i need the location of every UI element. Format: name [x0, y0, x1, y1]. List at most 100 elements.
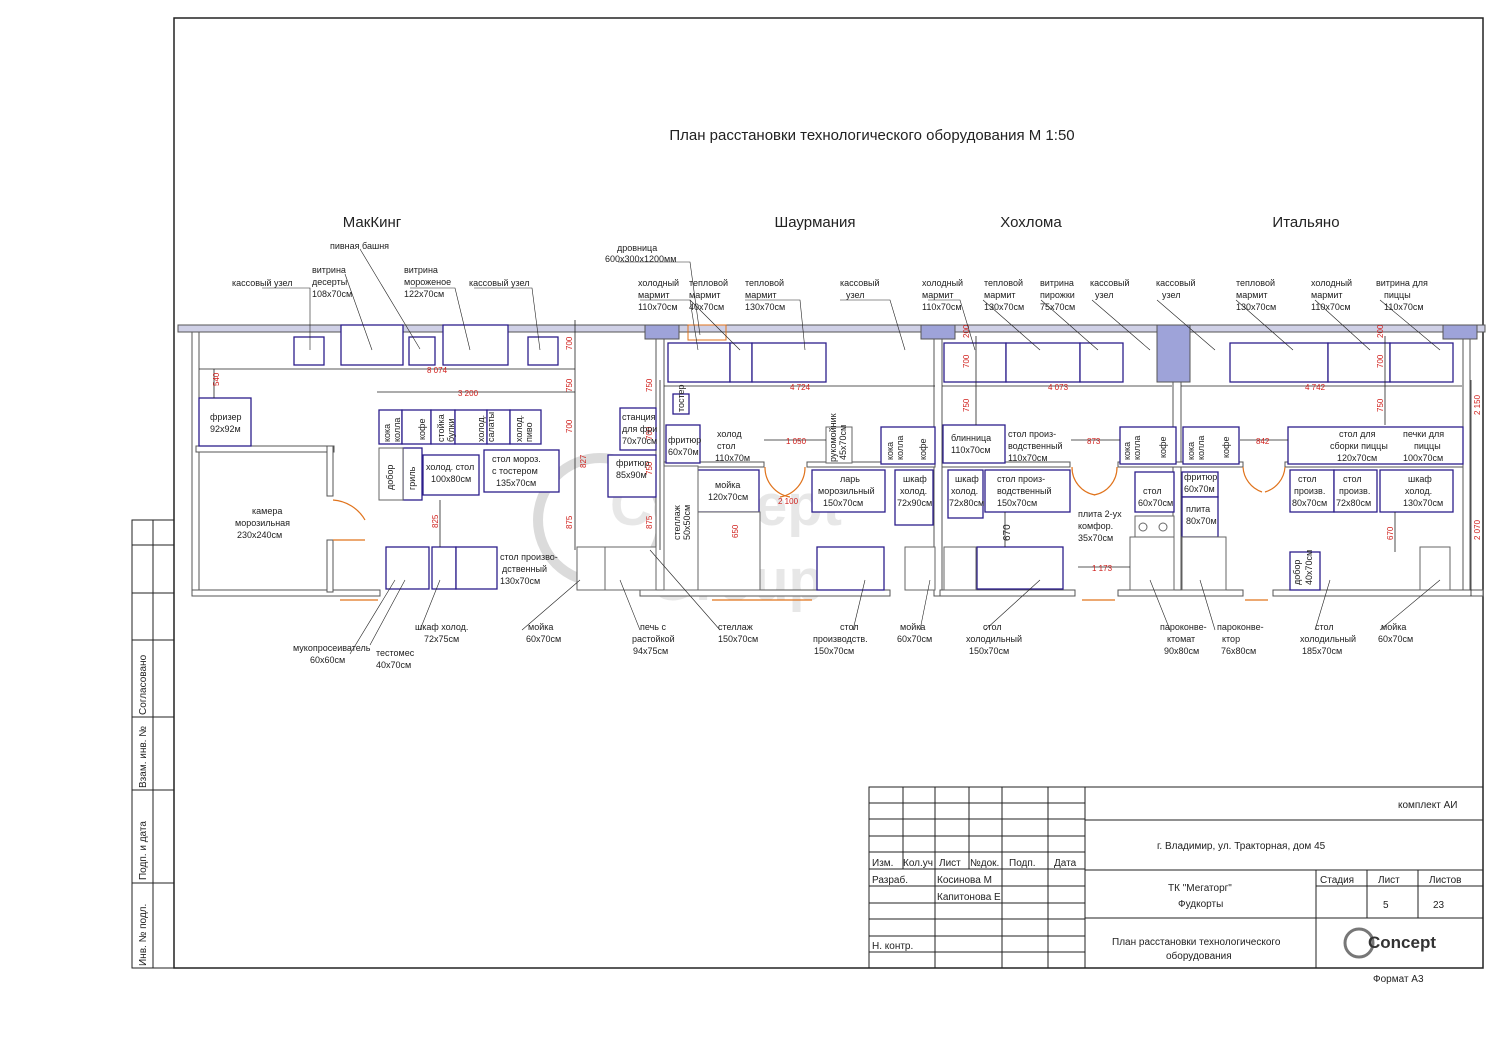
- lbl-icecream: мороженое: [404, 277, 451, 287]
- lbl-wash-sh-size: 120x70см: [708, 492, 748, 502]
- dim-750-b: 750: [645, 378, 654, 392]
- lbl-it-dobor-1: добор: [1292, 560, 1302, 585]
- lbl-pizza-asm-3: 120x70см: [1337, 453, 1377, 463]
- lbl-kh-coke-1: кока: [1122, 442, 1132, 460]
- dim-1050: 1 050: [786, 437, 807, 446]
- lbl-prod-table-3: 130x70см: [500, 576, 540, 586]
- dim-875-b: 875: [645, 515, 654, 529]
- lbl-fryer-sh-size: 60x70м: [668, 447, 699, 457]
- lbl-prod-table-1: стол произво-: [500, 552, 558, 562]
- dim-200-a: 200: [962, 324, 971, 338]
- lbl-sh-hot-3: 40x70см: [689, 302, 724, 312]
- lbl-kh-hot-3: 130x70см: [984, 302, 1024, 312]
- lbl-108x70: 108x70см: [312, 289, 352, 299]
- lbl-mk-cab: шкаф холод.: [415, 622, 468, 632]
- lbl-cold-2: стол: [717, 441, 736, 451]
- lbl-freeze-table-3: 135x70см: [496, 478, 536, 488]
- lbl-chamber-3: 230x240см: [237, 530, 282, 540]
- lbl-sh-cash-1: кассовый: [840, 278, 880, 288]
- lbl-it-cab-3: 130x70см: [1403, 498, 1443, 508]
- lbl-it-fryer-size: 60x70м: [1184, 484, 1215, 494]
- dim-827: 827: [579, 454, 588, 468]
- lbl-sh-coke-2: колла: [895, 436, 905, 460]
- dim-8074: 8 074: [427, 366, 448, 375]
- lbl-sh-prod-1: стол: [840, 622, 859, 632]
- dim-2100: 2 100: [778, 497, 799, 506]
- lbl-it-vit-3: 110x70см: [1384, 302, 1424, 312]
- dim-750-a: 750: [565, 378, 574, 392]
- lbl-fry-station-1: станция: [622, 412, 656, 422]
- lbl-kh-vit-2: пирожки: [1040, 290, 1075, 300]
- labels-bottom: мукопросеиватель 60x60см шкаф холод. 72x…: [293, 622, 1413, 670]
- lbl-oven-1: печь с: [640, 622, 666, 632]
- lbl-stove2-1: плита 2-ух: [1078, 509, 1122, 519]
- lbl-it-wash-size: 60x70см: [1378, 634, 1413, 644]
- lbl-pizza-oven-1: печки для: [1403, 429, 1444, 439]
- lbl-it-vit-2: пиццы: [1384, 290, 1411, 300]
- lbl-sh-cab-1: шкаф: [903, 474, 927, 484]
- lbl-kh-hot-2: мармит: [984, 290, 1016, 300]
- lbl-sh-cold-3: 110x70см: [638, 302, 678, 312]
- lbl-it-wash: мойка: [1381, 622, 1406, 632]
- lbl-sh-cold-1: холодный: [638, 278, 679, 288]
- dim-750-e: 750: [1376, 398, 1385, 412]
- dim-1173: 1 173: [1092, 564, 1113, 573]
- lbl-woodbox: дровница: [617, 243, 657, 253]
- lbl-sh-cold-2: мармит: [638, 290, 670, 300]
- lbl-pizza-asm-1: стол для: [1339, 429, 1376, 439]
- lbl-sh-coke-1: кока: [885, 442, 895, 460]
- lbl-wash-sh: мойка: [715, 480, 740, 490]
- lbl-kh-prod2-1: стол произ-: [997, 474, 1045, 484]
- lbl-sifter: мукопросеиватель: [293, 643, 371, 653]
- firewood-rack: [687, 324, 727, 341]
- lbl-sh-hot2-3: 130x70см: [745, 302, 785, 312]
- lbl-sh-cab-3: 72x90см: [897, 498, 932, 508]
- lbl-it-fryer: фритюр: [1184, 472, 1217, 482]
- lbl-it-stove: плита: [1186, 504, 1210, 514]
- lbl-sh-wash-size: 60x70см: [897, 634, 932, 644]
- tb-hdr-izm: Изм.: [872, 858, 893, 869]
- lbl-woodbox-size: 600x300x1200мм: [605, 254, 676, 264]
- lbl-dough: тестомес: [376, 648, 415, 658]
- lbl-it-prod2-2: произв.: [1339, 486, 1370, 496]
- lbl-kh-cab-2: холод.: [951, 486, 978, 496]
- dim-873: 873: [1087, 437, 1101, 446]
- lbl-handwash-2: 45x70см: [838, 425, 848, 460]
- dim-650: 650: [731, 524, 740, 538]
- lbl-mk-coke-2: колла: [392, 418, 402, 442]
- lbl-it-hot-3: 130x70см: [1236, 302, 1276, 312]
- lbl-freeze-table-2: с тостером: [492, 466, 538, 476]
- tb-name-2: Капитонова Е: [937, 892, 1001, 903]
- lbl-pizza-oven-3: 100x70см: [1403, 453, 1443, 463]
- lbl-it-prod1-1: стол: [1298, 474, 1317, 484]
- lbl-kh-table-size: 60x70см: [1138, 498, 1173, 508]
- lbl-pizza-asm-2: сборки пиццы: [1330, 441, 1388, 451]
- lbl-it-prod2-1: стол: [1343, 474, 1362, 484]
- equipment-blocks: [198, 324, 1464, 591]
- lbl-kh-fridge-2: холодильный: [966, 634, 1022, 644]
- lbl-bun-1: стойка: [436, 414, 446, 442]
- lbl-it-cold-2: мармит: [1311, 290, 1343, 300]
- lbl-combi2-1: пароконве-: [1217, 622, 1264, 632]
- lbl-freezer-size: 92x92м: [210, 424, 241, 434]
- lbl-kh-table: стол: [1143, 486, 1162, 496]
- lbl-kh-vit-1: витрина: [1040, 278, 1074, 288]
- lbl-it-vit-1: витрина для: [1376, 278, 1428, 288]
- lbl-beer-2: пиво: [524, 422, 534, 442]
- stamp-sign-date: Подп. и дата: [138, 821, 149, 880]
- dim-700-d: 700: [962, 354, 971, 368]
- lbl-salad-1: холод.: [476, 415, 486, 442]
- tb-hdr-sign: Подп.: [1009, 858, 1036, 869]
- lbl-it-coffee: кофе: [1221, 437, 1231, 458]
- tb-stage-hdr: Стадия: [1320, 875, 1354, 886]
- lbl-cashier-mk-2: кассовый узел: [469, 278, 530, 288]
- lbl-sh-prod-3: 150x70см: [814, 646, 854, 656]
- dim-750-c: 750: [645, 461, 654, 475]
- tb-address: г. Владимир, ул. Тракторная, дом 45: [1157, 841, 1326, 852]
- lbl-kh-fridge-1: стол: [983, 622, 1002, 632]
- dim-670-b: 670: [1386, 526, 1395, 540]
- tb-hdr-date: Дата: [1054, 858, 1077, 869]
- lbl-it-cold-1: холодный: [1311, 278, 1352, 288]
- lbl-pizza-oven-2: пиццы: [1414, 441, 1441, 451]
- zone-mcking: МакКинг: [343, 214, 402, 231]
